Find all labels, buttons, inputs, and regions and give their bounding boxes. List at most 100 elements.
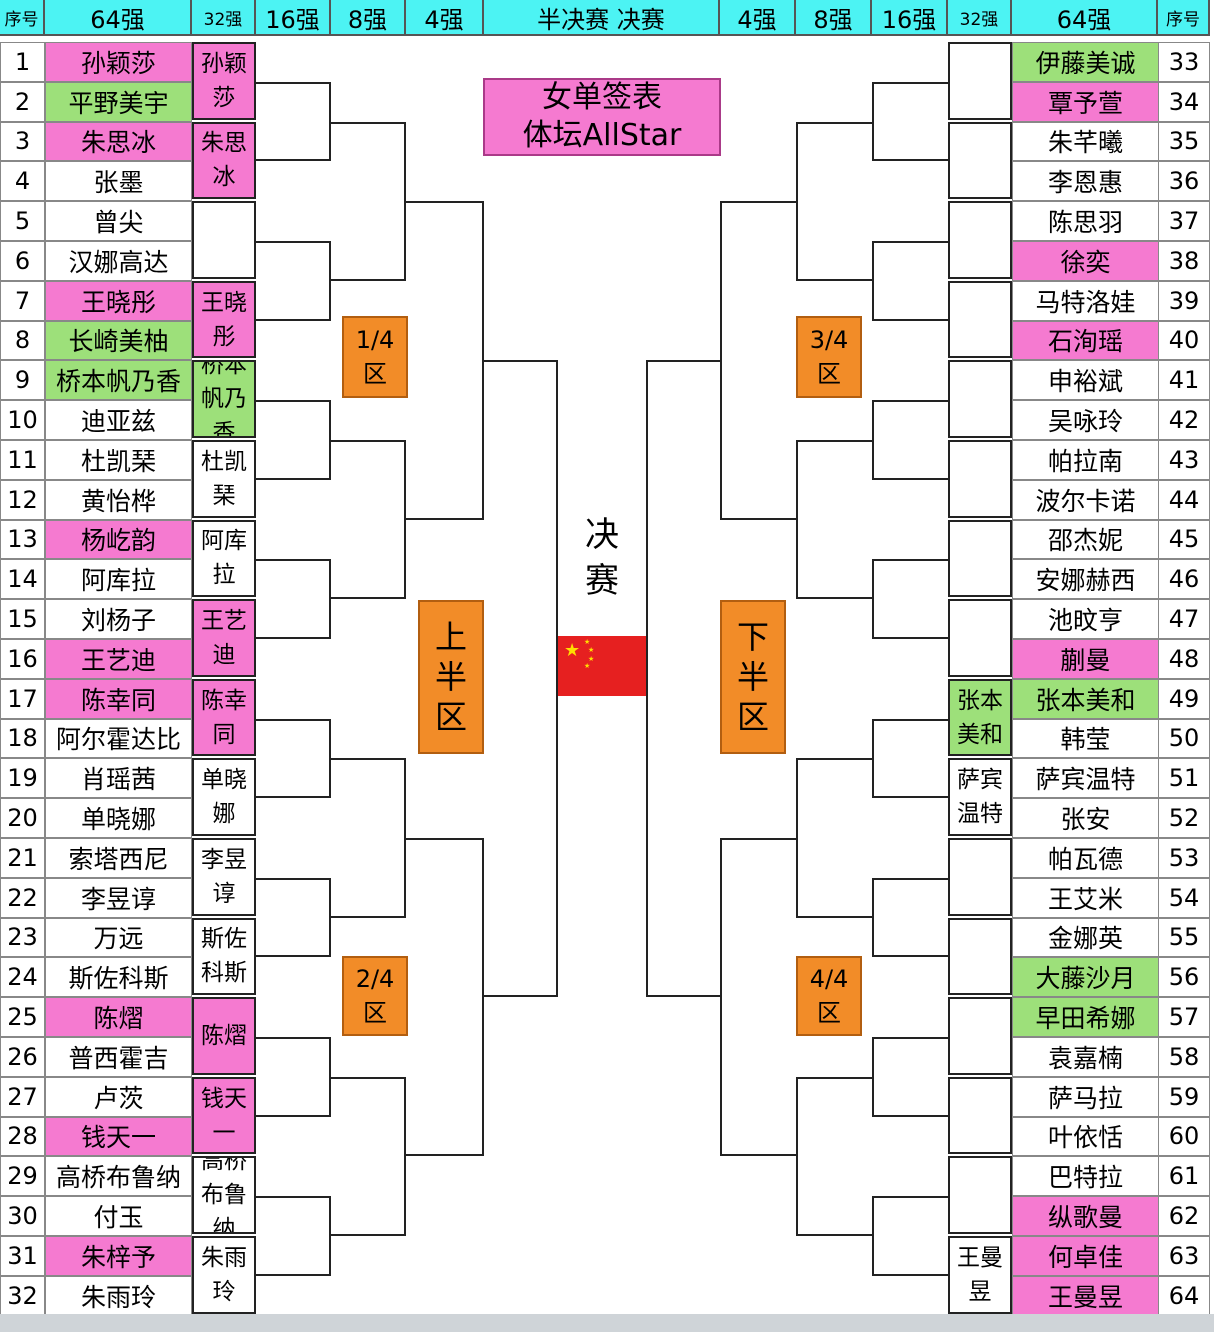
round-32-winner[interactable] (948, 42, 1012, 120)
player-name[interactable]: 申裕斌 (1012, 360, 1159, 401)
player-name[interactable]: 王艾米 (1012, 877, 1159, 918)
player-name[interactable]: 平野美宇 (45, 81, 192, 122)
round-32-winner[interactable]: 张本 美和 (948, 678, 1012, 757)
round-32-winner[interactable] (948, 599, 1012, 677)
player-name[interactable]: 付玉 (45, 1196, 192, 1236)
player-name[interactable]: 单晓娜 (45, 798, 192, 838)
player-name[interactable]: 王艺迪 (45, 639, 192, 679)
round-32-winner[interactable] (948, 997, 1012, 1075)
round-32-winner[interactable]: 杜凯 琹 (192, 440, 256, 518)
player-name[interactable]: 长崎美柚 (45, 320, 192, 361)
player-name[interactable]: 马特洛娃 (1012, 280, 1159, 321)
player-name[interactable]: 何卓佳 (1012, 1236, 1159, 1276)
player-name[interactable]: 韩莹 (1012, 718, 1159, 759)
player-name[interactable]: 孙颖莎 (45, 42, 192, 82)
round-32-winner[interactable] (948, 440, 1012, 518)
round-32-winner[interactable] (948, 838, 1012, 916)
round-32-winner[interactable] (948, 917, 1012, 996)
round-32-winner[interactable]: 陈熠 (192, 997, 256, 1075)
player-name[interactable]: 迪亚兹 (45, 400, 192, 440)
player-name[interactable]: 卢茨 (45, 1076, 192, 1117)
player-name[interactable]: 斯佐科斯 (45, 957, 192, 998)
round-32-winner[interactable]: 朱雨 玲 (192, 1236, 256, 1314)
player-name[interactable]: 普西霍吉 (45, 1037, 192, 1077)
player-name[interactable]: 陈熠 (45, 997, 192, 1037)
round-32-winner[interactable]: 王艺 迪 (192, 599, 256, 677)
player-name[interactable]: 朱思冰 (45, 121, 192, 162)
player-name[interactable]: 池旼亨 (1012, 599, 1159, 639)
round-32-winner[interactable]: 高桥 布鲁 纳 (192, 1156, 256, 1234)
player-name[interactable]: 阿尔霍达比 (45, 718, 192, 759)
round-32-winner[interactable]: 桥本 帆乃 香 (192, 360, 256, 438)
round-32-winner[interactable]: 王曼 昱 (948, 1236, 1012, 1314)
player-name[interactable]: 王晓彤 (45, 280, 192, 321)
round-32-winner[interactable] (948, 280, 1012, 359)
player-name[interactable]: 吴咏玲 (1012, 400, 1159, 440)
player-name[interactable]: 伊藤美诚 (1012, 42, 1159, 82)
player-name[interactable]: 钱天一 (45, 1116, 192, 1157)
player-name[interactable]: 袁嘉楠 (1012, 1037, 1159, 1077)
player-name[interactable]: 覃予萱 (1012, 81, 1159, 122)
player-name[interactable]: 大藤沙月 (1012, 957, 1159, 998)
player-name[interactable]: 杜凯琹 (45, 440, 192, 480)
round-32-winner[interactable]: 单晓 娜 (192, 758, 256, 836)
player-name[interactable]: 肖瑶茜 (45, 758, 192, 799)
player-name[interactable]: 索塔西尼 (45, 838, 192, 878)
player-name[interactable]: 桥本帆乃香 (45, 360, 192, 401)
bracket-connector (872, 81, 948, 162)
round-32-winner[interactable]: 孙颖 莎 (192, 42, 256, 120)
player-name[interactable]: 曾尖 (45, 201, 192, 241)
player-name[interactable]: 安娜赫西 (1012, 559, 1159, 600)
player-name[interactable]: 萨宾温特 (1012, 758, 1159, 799)
player-name[interactable]: 徐奕 (1012, 241, 1159, 281)
player-name[interactable]: 帕瓦德 (1012, 838, 1159, 878)
round-32-winner[interactable]: 李昱 谆 (192, 838, 256, 916)
player-name[interactable]: 帕拉南 (1012, 440, 1159, 480)
round-32-winner[interactable]: 阿库 拉 (192, 519, 256, 598)
china-flag-icon: ★ ★ ★ ★ ★ (558, 636, 646, 696)
player-name[interactable]: 邵杰妮 (1012, 519, 1159, 560)
round-32-winner[interactable] (192, 201, 256, 279)
seed-number: 64 (1158, 1275, 1210, 1316)
player-name[interactable]: 张安 (1012, 798, 1159, 838)
round-32-winner[interactable] (948, 360, 1012, 438)
round-32-winner[interactable] (948, 519, 1012, 598)
player-name[interactable]: 陈幸同 (45, 678, 192, 719)
player-name[interactable]: 朱梓予 (45, 1236, 192, 1276)
player-name[interactable]: 黄怡桦 (45, 479, 192, 520)
round-32-winner[interactable]: 斯佐 科斯 (192, 917, 256, 996)
player-name[interactable]: 万远 (45, 917, 192, 958)
player-name[interactable]: 杨屹韵 (45, 519, 192, 560)
final-label: 决 赛 (585, 515, 619, 601)
player-name[interactable]: 李昱谆 (45, 877, 192, 918)
player-name[interactable]: 陈思羽 (1012, 201, 1159, 241)
player-name[interactable]: 金娜英 (1012, 917, 1159, 958)
player-name[interactable]: 早田希娜 (1012, 997, 1159, 1037)
round-32-winner[interactable] (948, 1156, 1012, 1234)
player-name[interactable]: 萨马拉 (1012, 1076, 1159, 1117)
round-32-winner[interactable] (948, 121, 1012, 200)
player-name[interactable]: 波尔卡诺 (1012, 479, 1159, 520)
round-32-winner[interactable]: 王晓 彤 (192, 280, 256, 359)
player-name[interactable]: 朱雨玲 (45, 1275, 192, 1316)
round-32-winner[interactable]: 钱天 一 (192, 1076, 256, 1155)
player-name[interactable]: 刘杨子 (45, 599, 192, 639)
player-name[interactable]: 高桥布鲁纳 (45, 1156, 192, 1197)
player-name[interactable]: 李恩惠 (1012, 161, 1159, 202)
round-32-winner[interactable] (948, 201, 1012, 279)
round-32-winner[interactable]: 萨宾 温特 (948, 758, 1012, 836)
player-name[interactable]: 叶依恬 (1012, 1116, 1159, 1157)
player-name[interactable]: 巴特拉 (1012, 1156, 1159, 1197)
player-name[interactable]: 阿库拉 (45, 559, 192, 600)
round-32-winner[interactable]: 陈幸 同 (192, 678, 256, 757)
round-32-winner[interactable]: 朱思 冰 (192, 121, 256, 200)
player-name[interactable]: 纵歌曼 (1012, 1196, 1159, 1236)
player-name[interactable]: 汉娜高达 (45, 241, 192, 281)
player-name[interactable]: 张墨 (45, 161, 192, 202)
player-name[interactable]: 王曼昱 (1012, 1275, 1159, 1316)
player-name[interactable]: 石洵瑶 (1012, 320, 1159, 361)
player-name[interactable]: 张本美和 (1012, 678, 1159, 719)
player-name[interactable]: 蒯曼 (1012, 639, 1159, 679)
player-name[interactable]: 朱芊曦 (1012, 121, 1159, 162)
round-32-winner[interactable] (948, 1076, 1012, 1155)
